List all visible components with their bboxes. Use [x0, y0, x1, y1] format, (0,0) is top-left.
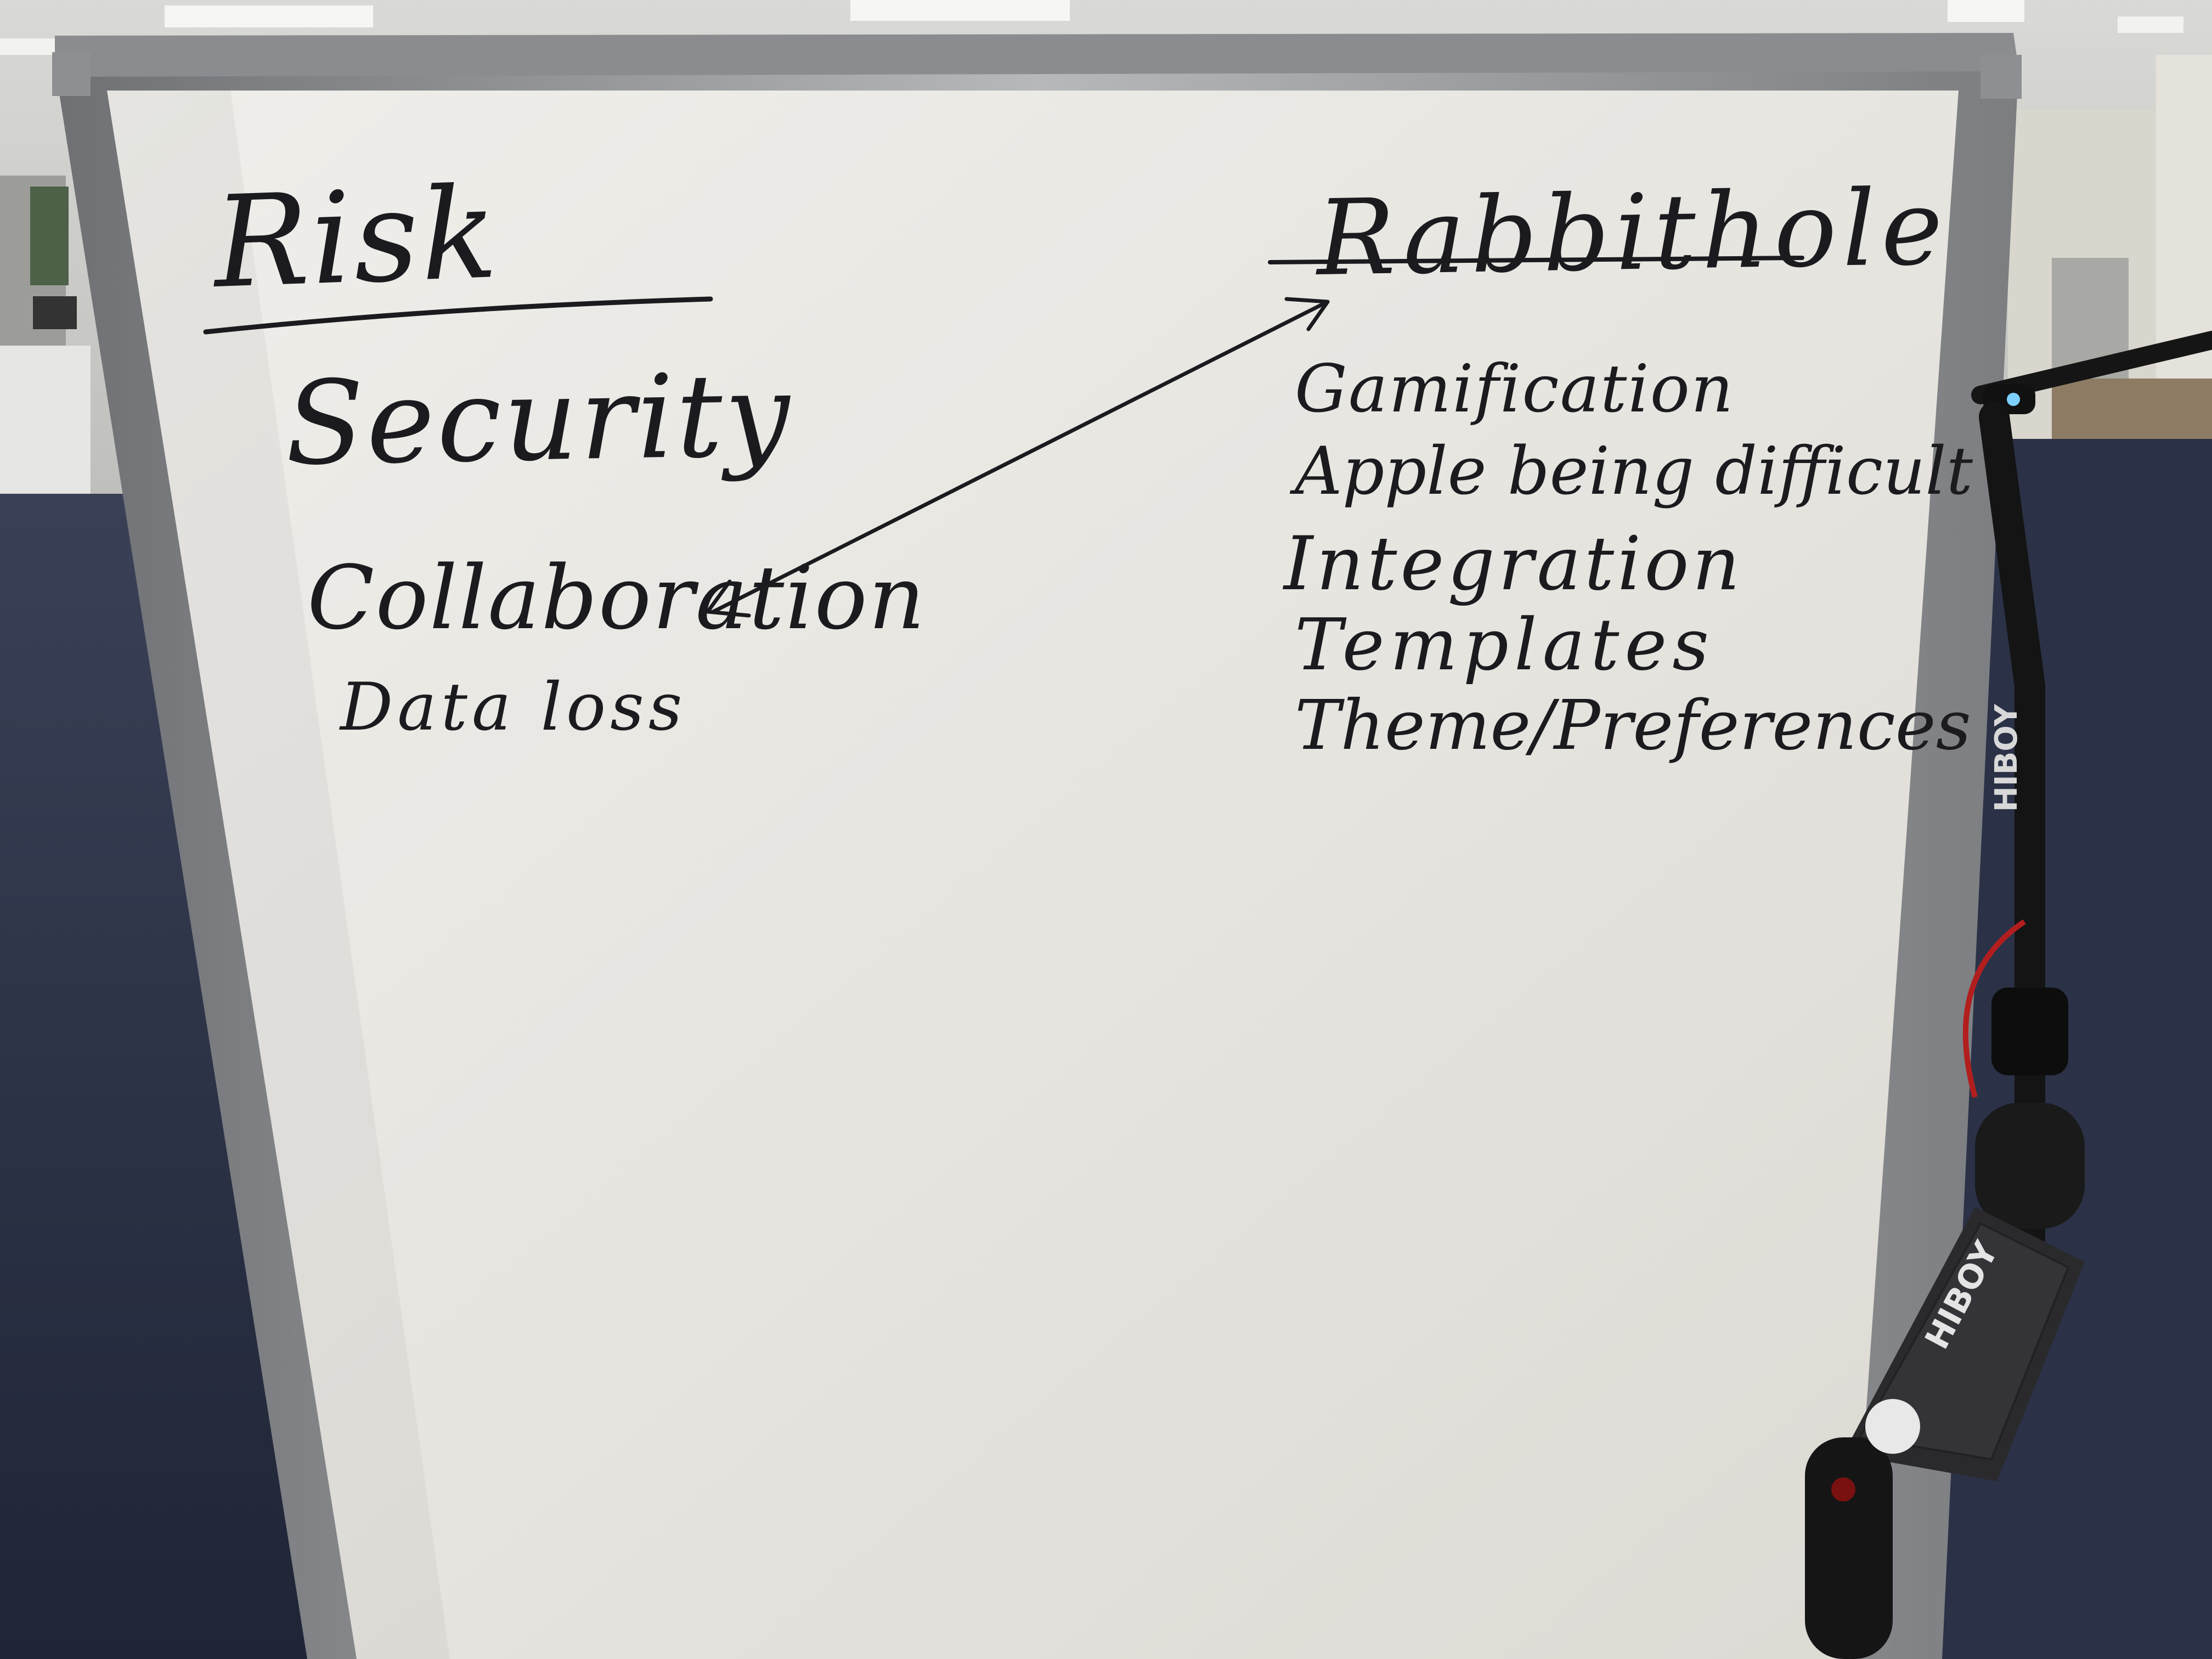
risk-heading: Risk: [211, 160, 502, 317]
scooter-deck-grip: [1858, 1222, 2070, 1461]
rabbithole-item-gamification: Gamification: [1295, 351, 1735, 427]
window-plants: [30, 187, 69, 285]
rail-cap-right: [1980, 55, 2022, 99]
rail-cap-left: [52, 52, 91, 96]
scooter-sticker: [1865, 1399, 1920, 1454]
scooter-rear-wheel: [1805, 1437, 1893, 1659]
scooter-brand-stem: HIBOY: [1989, 704, 2024, 812]
ceiling-light: [850, 0, 1070, 21]
arrow-line: [711, 302, 1324, 614]
rabbithole-underline: [1268, 256, 1804, 264]
whiteboard-top-rail: [55, 33, 2019, 77]
risk-item-collaboration: Collaboration: [307, 546, 926, 649]
rabbithole-heading: Rabbithole: [1316, 166, 1949, 300]
rabbithole-item-apple: Apple being difficult: [1295, 433, 1973, 510]
scooter-display-light: [2007, 393, 2020, 406]
scooter-cable: [1962, 919, 2026, 1098]
monitor-background: [33, 296, 77, 329]
ceiling-light: [165, 5, 373, 27]
scooter-fold-clamp: [1991, 988, 2068, 1075]
arrow-head-top: [1284, 297, 1330, 331]
rabbithole-item-integration: Integration: [1284, 521, 1743, 607]
risk-item-data-loss: Data loss: [340, 669, 687, 746]
scooter-rear-light: [1831, 1477, 1855, 1502]
risk-underline: [203, 296, 713, 335]
scooter-front-fender: [1975, 1103, 2085, 1229]
ceiling-light: [2118, 16, 2183, 33]
rabbithole-item-templates: Templates: [1295, 603, 1715, 686]
risk-item-security: Security: [284, 347, 793, 492]
ceiling-light: [0, 38, 60, 55]
whiteboard-shadow: [107, 91, 450, 1659]
arrow-head-bottom: [706, 579, 751, 618]
rabbithole-item-theme-preferences: Theme/Preferences: [1295, 686, 1971, 765]
ceiling-light: [1948, 0, 2024, 22]
whiteboard-surface: [107, 91, 1959, 1659]
